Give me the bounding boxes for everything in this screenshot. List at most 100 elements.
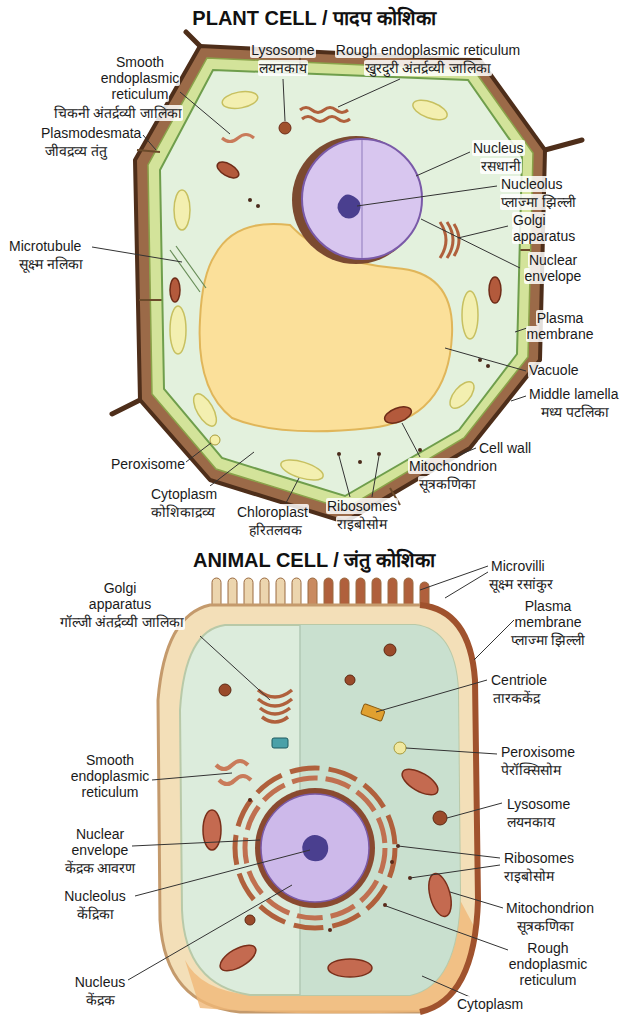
part-label: प्लाज्मा झिल्ली: [510, 632, 587, 648]
label-box: जीवद्रव्य तंतु: [44, 143, 108, 159]
label-box: Vacuole: [528, 362, 580, 378]
label-box: Microtubule: [8, 238, 82, 254]
part-label: केंद्रक आवरण: [64, 860, 137, 876]
label-box: Plasma membrane: [515, 310, 605, 342]
part-label: Ribosomes: [326, 498, 398, 514]
label-box: लयनकाय: [506, 814, 556, 830]
label-box: Middle lamella: [528, 386, 619, 402]
label-box: Smooth endoplasmic reticulum: [60, 752, 160, 800]
part-label: Cytoplasm: [150, 486, 218, 502]
label-box: Cytoplasm: [456, 996, 524, 1012]
part-label: Middle lamella: [528, 386, 619, 402]
label-box: प्लाज्मा झिल्ली: [493, 632, 603, 648]
part-label: Plasma membrane: [514, 598, 583, 630]
part-label: पेरॉक्सिसोम: [500, 762, 562, 778]
part-label: Peroxisome: [110, 456, 186, 472]
label-box: Nucleus: [472, 140, 525, 156]
label-box: Nuclear envelope: [508, 252, 598, 284]
part-label: Cytoplasm: [456, 996, 524, 1012]
part-label: प्लाज्मा झिल्ली: [500, 194, 577, 210]
part-label: Ribosomes: [503, 850, 575, 866]
label-box: Cell wall: [478, 440, 532, 456]
label-box: Chloroplast: [236, 504, 309, 520]
part-label: रसधानी: [480, 158, 522, 174]
part-label: Nuclear envelope: [524, 252, 583, 284]
label-box: मध्य पटलिका: [540, 404, 610, 420]
plant-mitochondria: [170, 159, 501, 427]
part-label: राइबोसोम: [336, 516, 388, 532]
label-box: Peroxisome: [110, 456, 186, 472]
part-label: Vacuole: [528, 362, 580, 378]
part-label: Nucleolus: [63, 888, 126, 904]
cell-title: ANIMAL CELL / जंतु कोशिका: [193, 549, 435, 571]
label-box: Smooth endoplasmic reticulum: [90, 54, 190, 102]
label-box: Centriole: [490, 672, 548, 688]
leader-lines: [92, 79, 527, 997]
animal-organelles: [203, 644, 455, 977]
label-box: Cytoplasm: [150, 486, 218, 502]
part-label: Golgi apparatus: [512, 212, 576, 244]
label-box: रसधानी: [480, 158, 522, 174]
label-box: Nucleus: [55, 974, 145, 990]
label-box: गॉल्जी अंतर्द्रव्यी जालिका: [17, 614, 227, 630]
label-box: सूक्ष्म नलिका: [18, 256, 84, 272]
label-box: Microvilli: [490, 558, 546, 574]
part-label: Smooth endoplasmic reticulum: [100, 54, 181, 102]
part-label: तारककेंद्र: [492, 690, 541, 706]
label-box: Nucleolus: [500, 176, 563, 192]
label-box: सूक्ष्म रसांकुर: [488, 576, 554, 592]
part-label: हरितलवक: [248, 522, 303, 538]
label-box: लयनकाय: [238, 60, 328, 76]
part-label: सूत्रकणिका: [418, 476, 477, 492]
label-box: Rough endoplasmic reticulum: [503, 940, 593, 988]
animal-cell-body: [158, 605, 478, 1013]
animal-nucleus: [255, 788, 375, 908]
label-box: खुरदुरी अंतर्द्रव्यी जालिका: [313, 60, 543, 76]
part-label: Peroxisome: [500, 744, 576, 760]
part-label: Microtubule: [8, 238, 82, 254]
part-label: Cell wall: [478, 440, 532, 456]
part-label: केंद्रिका: [76, 906, 115, 922]
label-box: Nuclear envelope: [55, 826, 145, 858]
part-label: राइबोसोम: [503, 868, 555, 884]
label-box: Mitochondrion: [408, 458, 498, 474]
part-label: Smooth endoplasmic reticulum: [70, 752, 151, 800]
label-box: तारककेंद्र: [492, 690, 541, 706]
label-box: राइबोसोम: [317, 516, 407, 532]
label-box: Lysosome: [238, 42, 328, 58]
part-label: Lysosome: [506, 796, 571, 812]
part-label: खुरदुरी अंतर्द्रव्यी जालिका: [364, 60, 493, 76]
part-label: मध्य पटलिका: [540, 404, 610, 420]
label-box: केंद्रक: [55, 992, 145, 1008]
part-label: Nucleus: [472, 140, 525, 156]
part-label: Rough endoplasmic reticulum: [335, 42, 521, 58]
part-label: Plasmodesmata: [40, 125, 142, 141]
part-label: Nucleolus: [500, 176, 563, 192]
part-label: Centriole: [490, 672, 548, 688]
part-label: Rough endoplasmic reticulum: [508, 940, 589, 988]
part-label: Nuclear envelope: [71, 826, 130, 858]
label-box: Lysosome: [506, 796, 571, 812]
heading-box: PLANT CELL / पादप कोशिका: [0, 6, 628, 30]
part-label: Golgi apparatus: [88, 580, 152, 612]
label-box: प्लाज्मा झिल्ली: [500, 194, 577, 210]
part-label: Mitochondrion: [505, 900, 595, 916]
part-label: Chloroplast: [236, 504, 309, 520]
plant-organelles: [170, 108, 490, 465]
part-label: सूत्रकणिका: [516, 918, 575, 934]
part-label: केंद्रक: [85, 992, 116, 1008]
label-box: Mitochondrion: [505, 900, 595, 916]
label-box: Ribosomes: [503, 850, 575, 866]
part-label: चिकनी अंतर्द्रव्यी जालिका: [53, 105, 184, 121]
label-box: Ribosomes: [317, 498, 407, 514]
label-box: केंद्रक आवरण: [40, 860, 160, 876]
label-box: Nucleolus: [45, 888, 145, 904]
label-box: चिकनी अंतर्द्रव्यी जालिका: [18, 105, 218, 121]
label-box: हरितलवक: [248, 522, 303, 538]
part-label: Lysosome: [250, 42, 315, 58]
part-label: सूक्ष्म नलिका: [18, 256, 84, 272]
label-box: सूत्रकणिका: [516, 918, 575, 934]
label-box: Plasmodesmata: [40, 125, 142, 141]
part-label: Nucleus: [74, 974, 127, 990]
part-label: लयनकाय: [506, 814, 556, 830]
